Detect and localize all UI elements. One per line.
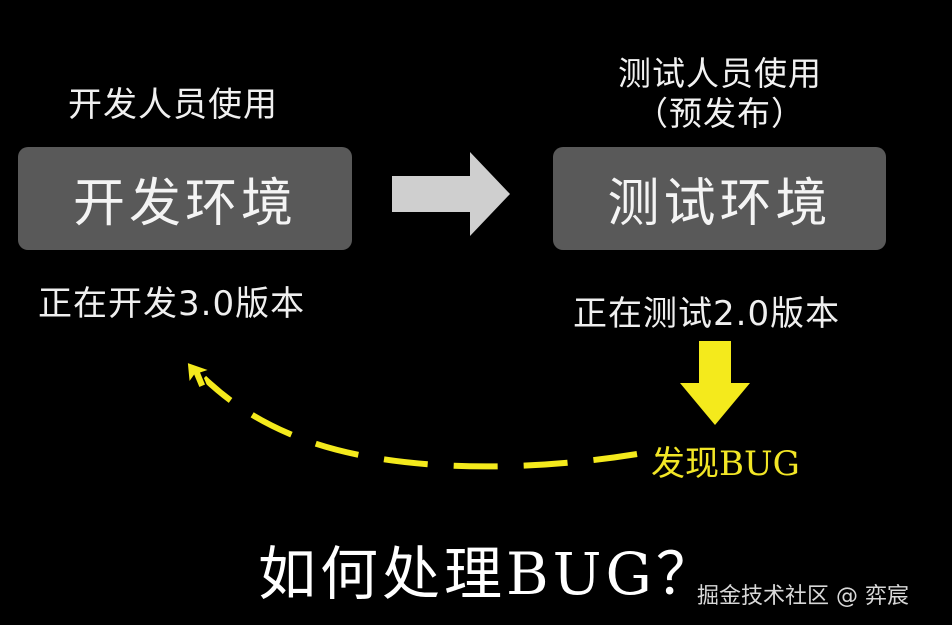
watermark: 掘金技术社区 @ 弈宸 [697,584,909,609]
dev-environment-label: 开发环境 [72,174,297,234]
test-environment-label: 测试环境 [607,174,832,234]
feedback-arrowhead-icon [186,360,213,389]
right-arrow-icon [392,152,510,236]
test-role-label-line1: 测试人员使用 [618,54,822,93]
test-status: 正在测试2.0版本 [573,294,841,334]
down-arrow-icon [680,341,750,425]
question-heading: 如何处理BUG？ [258,540,718,608]
dev-environment-box: 开发环境 [18,147,352,250]
test-environment-box: 测试环境 [553,147,886,250]
dev-role-label: 开发人员使用 [68,85,278,125]
test-role-label: 测试人员使用 （预发布） [560,54,880,133]
dev-status: 正在开发3.0版本 [38,284,306,324]
bug-found-label: 发现BUG [651,444,800,484]
feedback-dashed-arrow-icon [201,375,638,470]
test-role-label-line2: （预发布） [635,93,805,133]
